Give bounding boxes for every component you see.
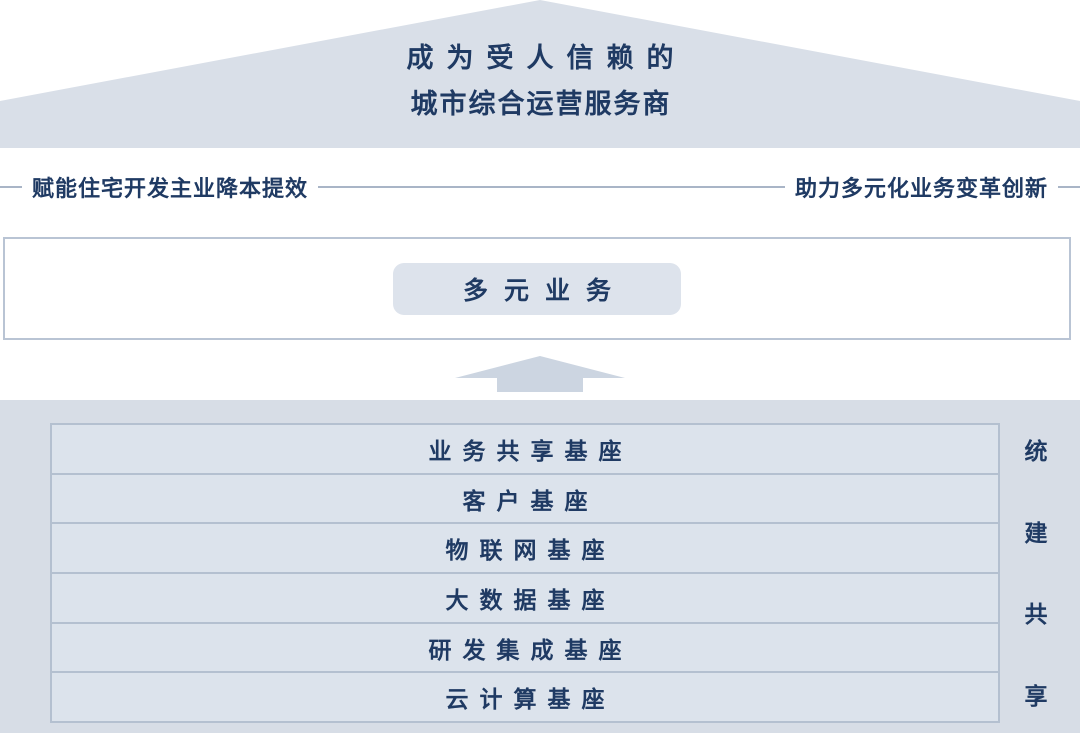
base-side-label-char: 享 [1024,682,1048,709]
connector-row: 赋能住宅开发主业降本提效 助力多元化业务变革创新 [0,163,1080,211]
base-side-label: 统 建 共 享 [1012,440,1060,708]
base-side-label-char: 建 [1024,519,1048,546]
base-row[interactable]: 业务共享基座 [52,425,998,475]
connector-dash-right-outer [1058,186,1080,188]
connector-label-right: 助力多元化业务变革创新 [794,176,1048,201]
base-row[interactable]: 大数据基座 [52,574,998,624]
up-arrow-icon [455,352,625,394]
roof-shape: 成为受人信赖的 城市综合运营服务商 [0,0,1080,150]
platform-base: 业务共享基座 客户基座 物联网基座 大数据基座 研发集成基座 云计算基座 统 建… [0,400,1080,733]
base-row[interactable]: 物联网基座 [52,524,998,575]
base-row[interactable]: 研发集成基座 [52,623,998,674]
diversified-business-box: 多元业务 [3,237,1071,340]
base-row[interactable]: 客户基座 [52,474,998,525]
platform-base-table: 业务共享基座 客户基座 物联网基座 大数据基座 研发集成基座 云计算基座 [50,423,1000,723]
connector-dash-center [318,186,785,188]
connector-label-left: 赋能住宅开发主业降本提效 [32,176,309,201]
base-side-label-char: 统 [1024,438,1048,464]
connector-dash-left-outer [0,186,22,188]
base-side-label-char: 共 [1024,601,1048,628]
up-arrow-polygon [455,356,625,392]
base-row[interactable]: 云计算基座 [52,673,998,722]
diversified-business-pill: 多元业务 [393,262,681,315]
roof-polygon [0,0,1080,148]
